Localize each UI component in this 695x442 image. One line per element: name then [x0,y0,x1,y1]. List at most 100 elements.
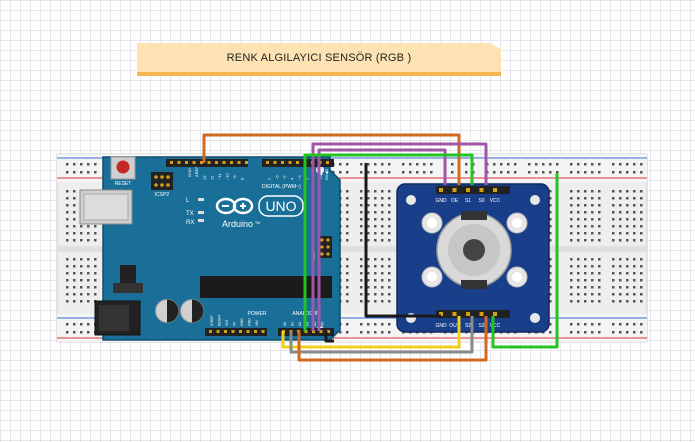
sensor-top-pin [452,188,457,192]
breadboard-hole [346,258,349,261]
breadboard-hole [584,171,587,174]
breadboard-hole [493,171,496,174]
breadboard-hole [626,265,629,268]
breadboard-hole [360,293,363,296]
breadboard-hole [73,265,76,268]
breadboard-hole [570,258,573,261]
breadboard-hole [360,163,363,166]
breadboard-hole [346,225,349,228]
breadboard-hole [640,300,643,303]
breadboard-hole [633,204,636,207]
breadboard-hole [584,225,587,228]
breadboard-hole [381,163,384,166]
led-label-tx: TX [186,211,194,217]
breadboard-hole [346,218,349,221]
breadboard-hole [381,323,384,326]
wire-orange-top [202,133,461,185]
breadboard-hole [612,286,615,289]
breadboard-hole [80,331,83,334]
breadboard-hole [80,258,83,261]
breadboard-hole [381,258,384,261]
breadboard-hole [465,171,468,174]
uno-badge [258,195,304,217]
breadboard-hole [612,163,615,166]
breadboard-hole [73,204,76,207]
breadboard-hole [612,293,615,296]
breadboard-hole [619,197,622,200]
aref-label: AREF [194,166,199,177]
breadboard-hole [430,163,433,166]
header-pin [312,330,315,333]
header-pin [326,161,329,164]
breadboard-hole [80,232,83,235]
breadboard-hole [598,258,601,261]
breadboard-hole [626,232,629,235]
breadboard-hole [402,171,405,174]
breadboard-hole [577,211,580,214]
breadboard-hole [619,190,622,193]
breadboard-hole [381,197,384,200]
breadboard-hole [549,204,552,207]
breadboard-hole [626,171,629,174]
breadboard-hole [633,211,636,214]
breadboard-hole [80,272,83,275]
breadboard-hole [640,239,643,242]
diagram-title: RENK ALGILAYICI SENSÖR (RGB ) [226,51,412,64]
sensor-top-pin-label: OE [451,198,459,204]
breadboard-hole [633,286,636,289]
sensor-bottom-pin [466,312,470,316]
breadboard-hole [591,258,594,261]
breadboard-hole [360,239,363,242]
reset-button[interactable] [110,156,136,180]
breadboard-hole [360,300,363,303]
breadboard-hole [584,279,587,282]
breadboard-hole [87,300,90,303]
sensor-bottom-pin-label: GND [435,323,447,329]
breadboard-hole [73,272,76,275]
breadboard-hole [591,163,594,166]
breadboard-hole [346,163,349,166]
breadboard-hole [619,204,622,207]
breadboard-hole [577,218,580,221]
breadboard-hole [598,232,601,235]
breadboard-hole [570,323,573,326]
breadboard-hole [591,331,594,334]
breadboard-hole [430,171,433,174]
breadboard-hole [528,163,531,166]
breadboard-hole [612,331,615,334]
breadboard-hole [66,232,69,235]
breadboard-hole [570,293,573,296]
breadboard-hole [549,286,552,289]
breadboard-hole [374,190,377,193]
breadboard-hole [374,225,377,228]
breadboard-hole [381,293,384,296]
breadboard-hole [493,163,496,166]
led-label-l: L [186,198,190,204]
breadboard-hole [577,171,580,174]
breadboard-hole [94,265,97,268]
header-pin [327,330,330,333]
sensor-bottom-pin-label: S3 [478,323,484,329]
breadboard-hole [640,225,643,228]
breadboard-hole [619,258,622,261]
breadboard-hole [577,286,580,289]
breadboard-hole [640,163,643,166]
title-banner: RENK ALGILAYICI SENSÖR (RGB ) [137,43,501,76]
breadboard-hole [451,163,454,166]
header-pin [209,330,212,333]
header-pin [185,161,188,164]
breadboard-hole [633,239,636,242]
breadboard-hole [598,218,601,221]
rx-pin-label: RX◀0 [324,168,329,180]
wire-black-short [324,331,334,343]
breadboard-hole [570,239,573,242]
breadboard-hole [66,190,69,193]
header-pin [261,330,265,333]
breadboard-hole [598,204,601,207]
header-pin [273,161,277,164]
breadboard-hole [367,279,370,282]
breadboard-hole [87,331,90,334]
